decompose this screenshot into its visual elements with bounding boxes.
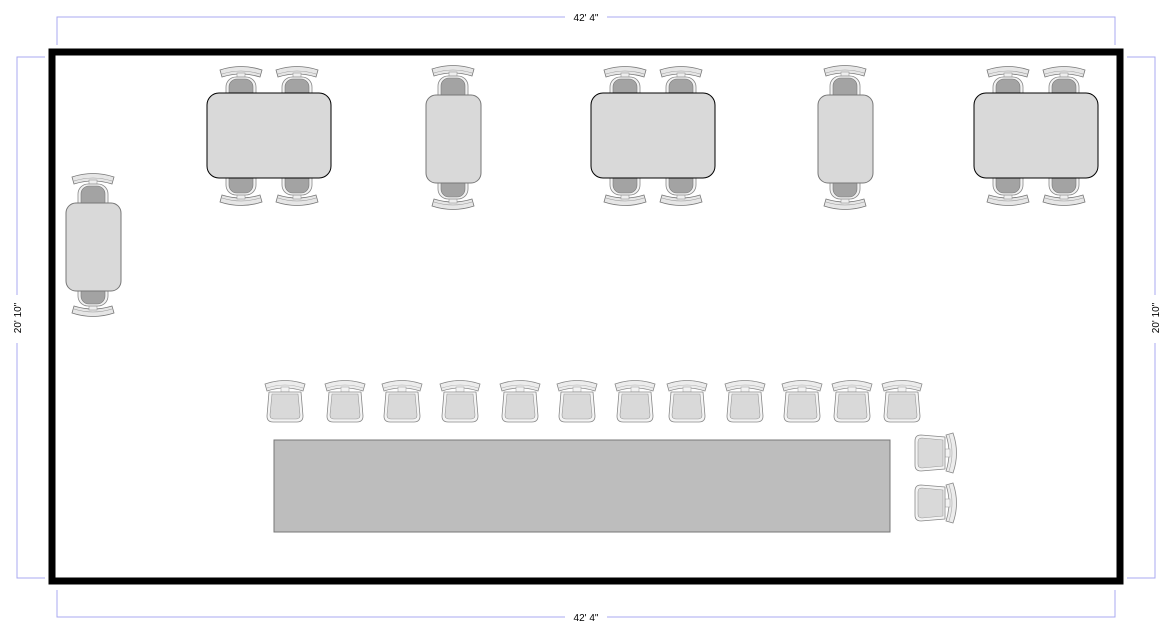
dimension-right: 20' 10" (1127, 56, 1162, 579)
bar-stool[interactable] (914, 482, 957, 524)
dining-table-large[interactable] (590, 92, 716, 179)
bar-stool[interactable] (324, 380, 366, 423)
bar-stool[interactable] (914, 432, 957, 474)
dimension-bottom: 42' 4" (56, 590, 1116, 624)
dining-table-large[interactable] (973, 92, 1099, 179)
bar-stool[interactable] (831, 380, 873, 423)
dimension-right-label: 20' 10" (1151, 302, 1162, 333)
dining-table-small[interactable] (817, 94, 874, 184)
dining-table-large[interactable] (206, 92, 332, 179)
dimension-top-label: 42' 4" (574, 13, 599, 24)
dimension-bottom-label: 42' 4" (574, 613, 599, 624)
bar-stool[interactable] (499, 380, 541, 423)
bar-stool[interactable] (614, 380, 656, 423)
bar-stool[interactable] (724, 380, 766, 423)
dimension-left: 20' 10" (10, 56, 45, 579)
tables (65, 92, 1099, 533)
bar-stool[interactable] (439, 380, 481, 423)
bar-stool[interactable] (381, 380, 423, 423)
dining-table-small[interactable] (425, 94, 482, 184)
dimension-top: 42' 4" (56, 10, 1116, 45)
dimension-left-label: 20' 10" (13, 302, 24, 333)
bar-stool[interactable] (881, 380, 923, 423)
dining-table-small[interactable] (65, 202, 122, 292)
bar-stool[interactable] (781, 380, 823, 423)
bar-counter[interactable] (273, 439, 891, 533)
bar-stool[interactable] (264, 380, 306, 423)
bar-stool[interactable] (666, 380, 708, 423)
bar-stool[interactable] (556, 380, 598, 423)
